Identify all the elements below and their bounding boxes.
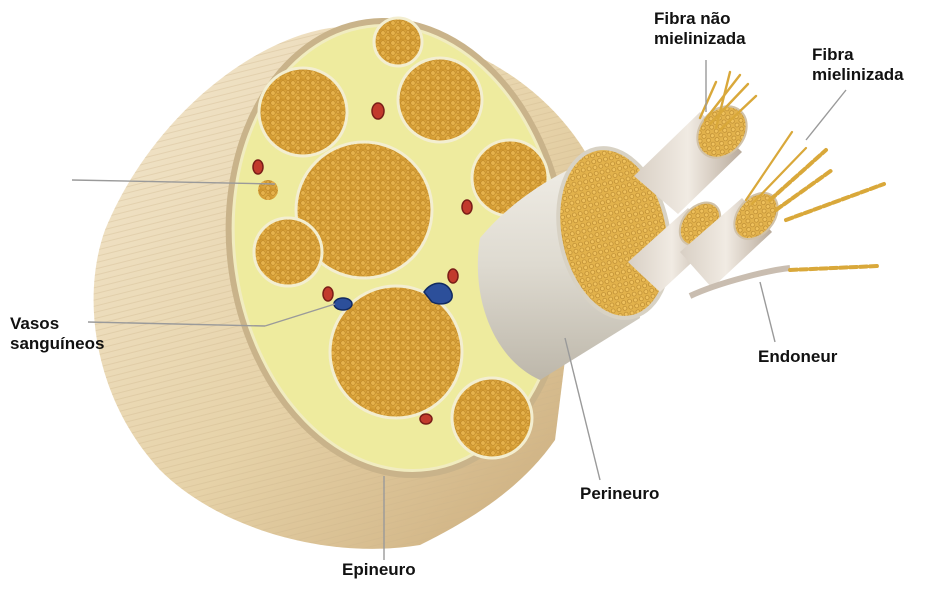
- label-endoneur: Endoneur: [758, 347, 837, 367]
- label-vasos-line2: sanguíneos: [10, 334, 104, 354]
- label-vasos-line1: Vasos: [10, 314, 104, 334]
- label-vasos-sanguineos: Vasos sanguíneos: [10, 314, 104, 354]
- label-fibra-nao-line2: mielinizada: [654, 29, 746, 49]
- label-fibra-line1: Fibra: [812, 45, 904, 65]
- label-fibra-line2: mielinizada: [812, 65, 904, 85]
- label-perineuro: Perineuro: [580, 484, 659, 504]
- leader-line-endoneur: [760, 282, 775, 342]
- leader-line-fibra-mielinizada: [806, 90, 846, 140]
- leader-line-perineuro: [565, 338, 600, 480]
- label-fibra-mielinizada: Fibra mielinizada: [812, 45, 904, 85]
- label-fibra-nao-line1: Fibra não: [654, 9, 746, 29]
- label-epineuro: Epineuro: [342, 560, 416, 580]
- label-fibra-nao-mielinizada: Fibra não mielinizada: [654, 9, 746, 49]
